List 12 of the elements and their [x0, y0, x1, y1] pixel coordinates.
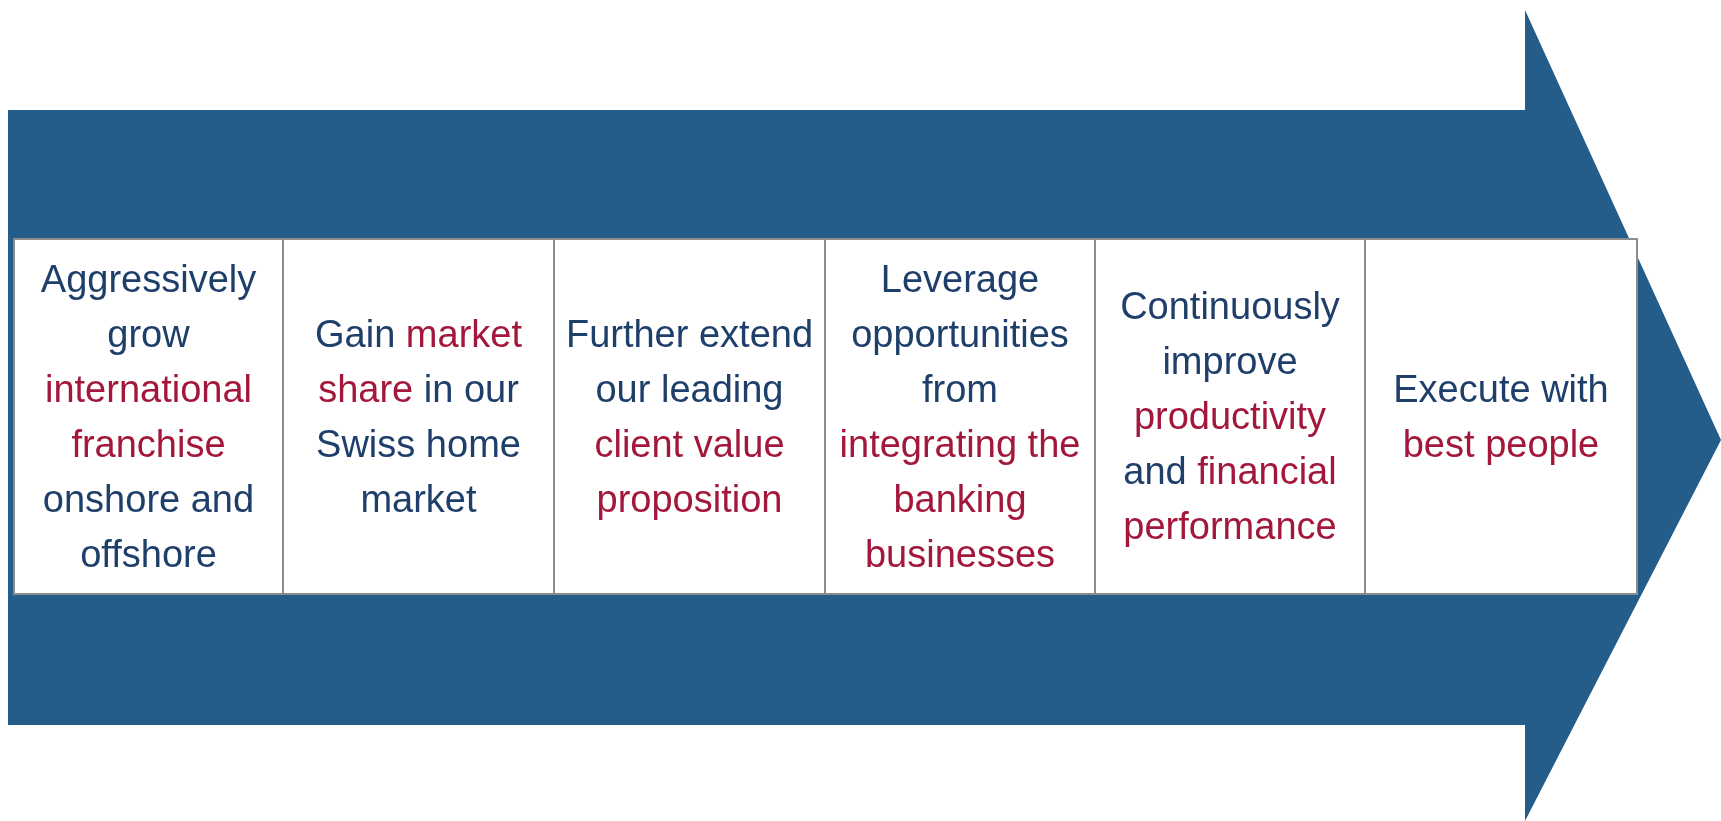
step-box: [1094, 238, 1366, 595]
step-box: [13, 238, 284, 595]
step-text: Further extend our leading client value proposition: [564, 311, 815, 522]
step-box: [1364, 238, 1638, 595]
step-text: Aggressively grow international franchise onshore and offshore: [39, 256, 258, 577]
step-text: Execute with best people: [1392, 366, 1610, 467]
step-box: [282, 238, 555, 595]
step-box: [824, 238, 1096, 595]
step-text: Continuously improve productivity and financial performance: [1119, 284, 1341, 549]
step-box: [553, 238, 826, 595]
step-text: Gain market share in our Swiss home market: [314, 311, 523, 522]
step-text: Leverage opportunities from integrating the banking businesses: [838, 256, 1082, 577]
